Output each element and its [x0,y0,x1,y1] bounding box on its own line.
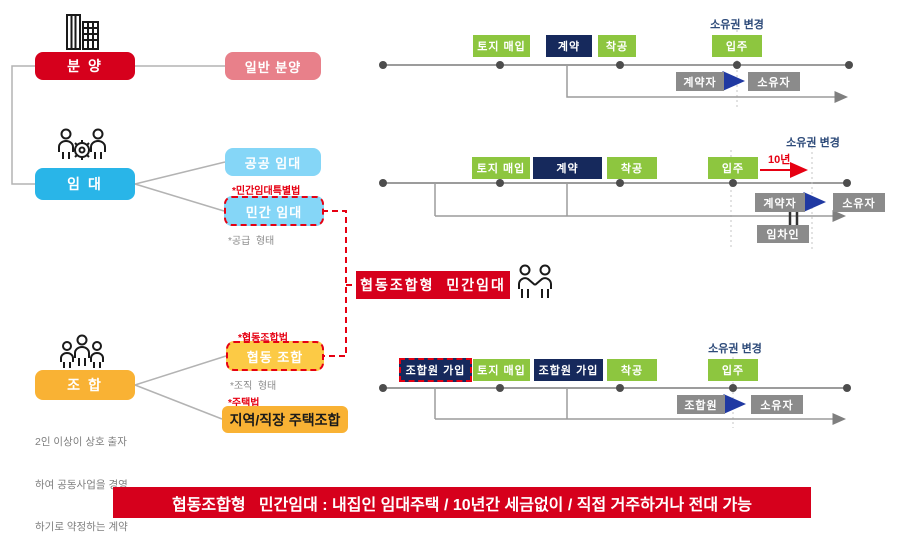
node-imdae: 임 대 [35,168,135,200]
johap-description-line1: 2인 이상이 상호 출자 [35,436,127,449]
red-dashed-connector [322,210,356,357]
t2-land-purchase-box: 토지 매입 [472,157,530,179]
node-johap: 조 합 [35,370,135,400]
johap-description: 2인 이상이 상호 출자 하여 공동사업을 경영 하기로 약정하는 계약 [35,407,128,535]
node-mingan-imdae: 민간 임대 [224,196,324,226]
t2-ten-year-label: 10년 [768,154,791,166]
t3-member-join-box-highlight: 조합원 가입 [399,358,472,382]
t2-contractor-box: 계약자 [755,193,805,212]
mingan-law-note: *민간임대특별법 [232,186,301,197]
t1-owner-box: 소유자 [748,72,800,91]
t1-land-purchase-box: 토지 매입 [473,35,530,57]
three-people-icon [58,334,106,372]
t1-construction-box: 착공 [598,35,636,57]
t2-construction-box: 착공 [607,157,657,179]
t3-member-box: 조합원 [677,395,725,414]
t2-contract-box: 계약 [533,157,602,179]
t2-movein-box: 입주 [708,157,758,179]
people-gear-icon [56,126,108,166]
hyeopdong-org-note: *조직 형태 [230,381,277,392]
t2-owner-box: 소유자 [833,193,885,212]
t3-construction-box: 착공 [607,359,657,381]
t2-tenant-box: 임차인 [757,225,809,243]
timeline1-lines [379,30,853,108]
t1-contractor-box: 계약자 [676,72,724,91]
t1-ownership-change-label: 소유권 변경 [710,19,764,31]
t3-land-purchase-box: 토지 매입 [473,359,530,381]
building-icon [60,12,104,52]
mingan-supply-note: *공급 형태 [228,236,275,247]
t3-member-join-box: 조합원 가입 [534,359,603,381]
node-hyeopdong-mingan-imdae: 협동조합형 민간임대 [356,271,510,299]
node-jiyeok-jutaek-johap: 지역/직장 주택조합 [222,406,348,433]
t1-movein-box: 입주 [712,35,762,57]
hyeopdong-law-note: *협동조합법 [238,333,288,344]
handshake-people-icon [516,264,554,302]
node-hyeopdong-johap: 협동 조합 [226,341,324,371]
t3-ownership-change-label: 소유권 변경 [708,343,762,355]
tree-connectors [11,65,227,420]
summary-banner: 협동조합형 민간임대 : 내집인 임대주택 / 10년간 세금없이 / 직접 거… [113,487,811,518]
t2-ownership-change-label: 소유권 변경 [786,137,840,149]
johap-description-line3: 하기로 약정하는 계약 [35,521,128,534]
equivalence-marks [788,210,799,225]
t3-owner-box: 소유자 [751,395,803,414]
node-bunyang: 분 양 [35,52,135,80]
t1-contract-box: 계약 [546,35,592,57]
johap-description-line2: 하여 공동사업을 경영 [35,478,128,491]
timeline3-lines [379,352,851,428]
node-ilban-bunyang: 일반 분양 [225,52,321,80]
t3-movein-box: 입주 [708,359,758,381]
jutaek-law-note: *주택법 [228,398,260,409]
node-gonggong-imdae: 공공 임대 [225,148,321,176]
